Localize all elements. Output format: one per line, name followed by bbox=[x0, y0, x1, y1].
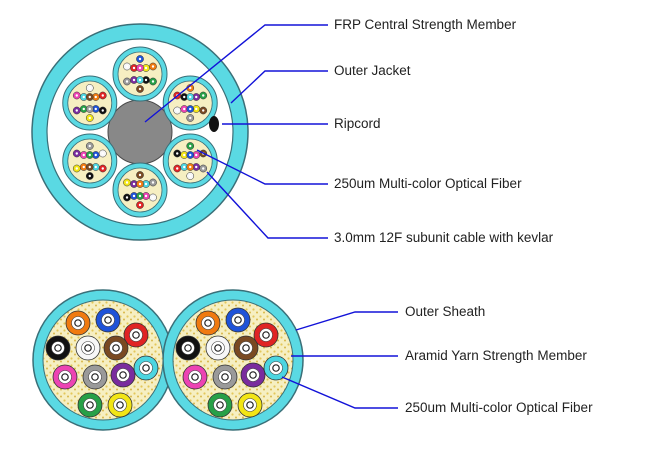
leader-jacket bbox=[230, 70, 328, 104]
leader-lines bbox=[144, 24, 398, 409]
label-outer-sheath: Outer Sheath bbox=[405, 304, 486, 319]
label-aramid-yarn: Aramid Yarn Strength Member bbox=[405, 348, 587, 363]
label-subunit-cable: 3.0mm 12F subunit cable with kevlar bbox=[334, 230, 554, 245]
frp-central-member bbox=[107, 99, 173, 165]
ripcord-icon bbox=[209, 116, 219, 132]
large-fiber-group bbox=[45, 307, 289, 418]
label-outer-jacket: Outer Jacket bbox=[334, 63, 411, 78]
label-ripcord: Ripcord bbox=[334, 116, 381, 131]
leader-fiber-bottom bbox=[281, 376, 398, 409]
subunit-cable-icon bbox=[112, 162, 168, 218]
label-frp-central-strength-member: FRP Central Strength Member bbox=[334, 17, 517, 32]
label-top-optical-fiber: 250um Multi-color Optical Fiber bbox=[334, 176, 522, 191]
leader-fiber-top bbox=[196, 149, 328, 185]
subunit-cable-icon bbox=[112, 46, 168, 102]
subunit-cable-icon bbox=[62, 133, 118, 189]
leader-frp bbox=[144, 24, 328, 123]
subunit-cable-icon bbox=[162, 133, 218, 189]
subunit-cable-icon bbox=[162, 75, 218, 131]
subunit-group bbox=[62, 46, 218, 218]
figure-eight-cable-icon bbox=[32, 289, 304, 431]
round-cable-cross-section-icon bbox=[31, 23, 249, 241]
leader-subunit bbox=[206, 171, 328, 239]
subunit-cable-icon bbox=[62, 75, 118, 131]
label-bottom-optical-fiber: 250um Multi-color Optical Fiber bbox=[405, 400, 593, 415]
leader-sheath bbox=[295, 311, 398, 331]
